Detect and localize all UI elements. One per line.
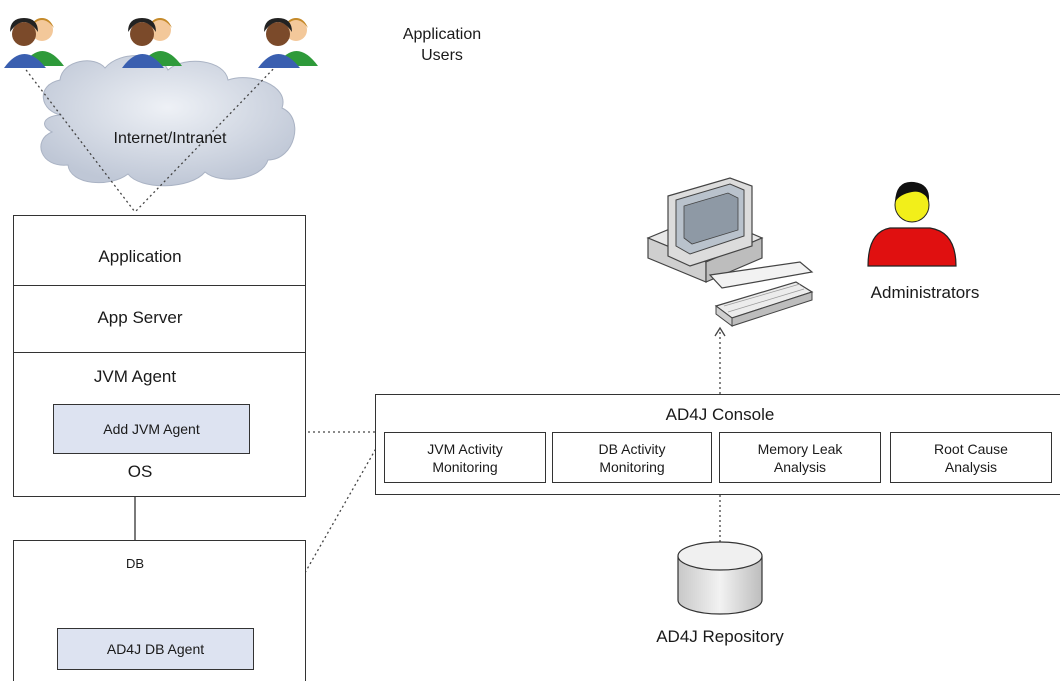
user-to-app-line [19,61,136,213]
db-agent-label: AD4J DB Agent [106,641,205,657]
app-server-layer-label: App Server [97,308,183,327]
database-icon [677,541,763,615]
module-memory-leak-analysis: Memory Leak Analysis [719,432,881,483]
module-label: Memory Leak Analysis [757,440,843,475]
db-label: DB [125,556,145,571]
module-label: DB Activity Monitoring [598,440,666,475]
module-db-activity-monitoring: DB Activity Monitoring [552,432,712,483]
administrators-label: Administrators [870,283,980,302]
module-root-cause-analysis: Root Cause Analysis [890,432,1052,483]
module-label: Root Cause Analysis [934,440,1008,475]
application-layer-label: Application [98,247,182,266]
cloud-icon [40,55,296,187]
jvm-agent-layer-label: JVM Agent [93,367,177,386]
computer-icon [646,177,814,327]
network-label: Internet/Intranet [113,130,227,147]
divider [14,285,305,286]
module-jvm-activity-monitoring: JVM Activity Monitoring [384,432,546,483]
user-group-icon [4,18,64,68]
console-title: AD4J Console [665,405,775,424]
repository-label: AD4J Repository [656,627,784,646]
users-label: Application Users [402,26,482,64]
divider [14,352,305,353]
db-agent-box: AD4J DB Agent [57,628,254,670]
add-jvm-agent-box: Add JVM Agent [53,404,250,454]
os-layer-label: OS [127,462,153,481]
administrator-icon [867,181,957,267]
user-group-icon [258,18,318,68]
add-jvm-agent-label: Add JVM Agent [103,421,200,437]
module-label: JVM Activity Monitoring [427,440,503,475]
user-group-icon [122,18,182,68]
